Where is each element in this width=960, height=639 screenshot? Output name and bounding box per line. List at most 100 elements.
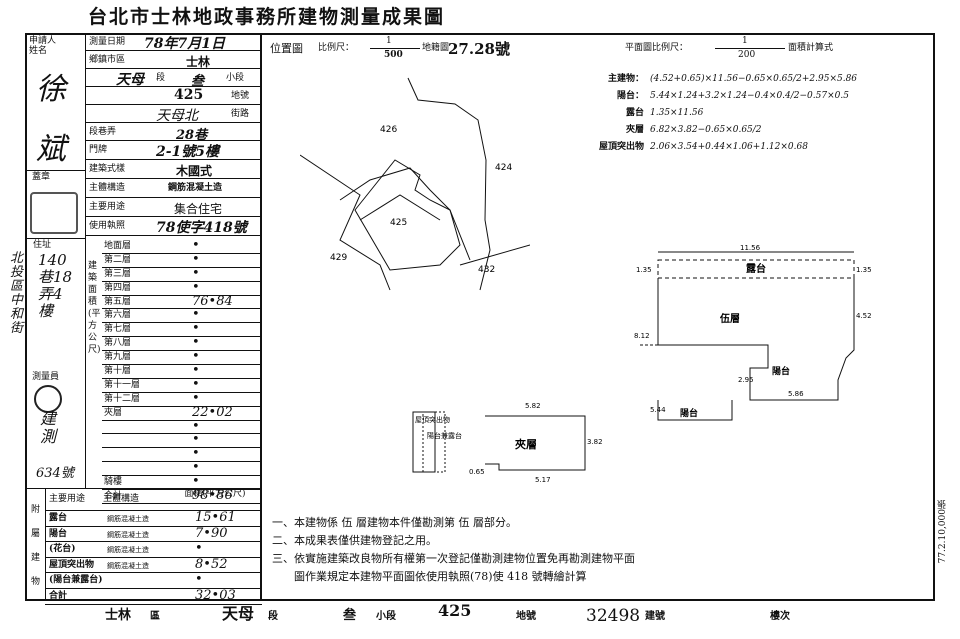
floor-area-value: • xyxy=(192,390,200,406)
location-map: 426 424 425 429 432 xyxy=(300,77,530,291)
bottom-lot: 425 xyxy=(438,601,472,620)
floor-name: 第十二層 xyxy=(104,393,141,404)
floor-row: 第九層• xyxy=(102,349,262,366)
bottom-subsection-label: 小段 xyxy=(376,611,396,622)
floor-area-value: • xyxy=(192,460,200,476)
attached-col-use: 主要用途 xyxy=(49,494,86,504)
bottom-subsection: 叁 xyxy=(343,608,357,623)
seal-label: 蓋章 xyxy=(32,172,51,182)
survey-date: 78年7月1日 xyxy=(144,36,225,52)
subsection-label: 小段 xyxy=(226,73,245,83)
sheet-label: 地籍圖 xyxy=(422,43,450,53)
attached-struct: 鋼筋混凝土造 xyxy=(107,561,149,570)
floor-area-label: 建築面積(平方公尺) xyxy=(88,261,101,355)
floor-area-value: • xyxy=(192,349,200,365)
floor-row: • xyxy=(102,446,262,463)
location-map-label: 位置圖 xyxy=(270,42,303,55)
floor-name: 第三層 xyxy=(104,268,132,279)
lane-label: 段巷弄 xyxy=(89,127,117,137)
mezzanine-plan: 屋頂突出物 陽台兼露台 5.82 3.82 5.17 0.65 夾層 xyxy=(412,402,603,484)
lot-425: 425 xyxy=(390,218,407,228)
doorplate-label: 門牌 xyxy=(89,145,108,155)
terrace-label: 露台 xyxy=(746,262,766,275)
main-structure: 鋼筋混凝土造 xyxy=(168,183,223,193)
plan-scale-num: 1 xyxy=(742,36,748,46)
lot-label: 地號 xyxy=(231,91,250,101)
lot-432: 432 xyxy=(478,265,495,275)
notes: 一、本建物係 伍 層建物本件僅勘測第 伍 層部分。 二、本成果表僅供建物登記之用… xyxy=(272,514,635,586)
basic-info: 測量日期 78年7月1日 鄉鎮市區 士林 天母 段 叁 小段 425 地號 天母… xyxy=(86,33,262,236)
floor-row: 第七層• xyxy=(102,321,262,338)
applicant-label: 申請人姓名 xyxy=(29,36,57,56)
roof-label: 屋頂突出物 xyxy=(415,415,450,424)
dim-m2: 3.82 xyxy=(587,438,603,446)
attached-area: • xyxy=(195,541,203,557)
roof2-label: 陽台兼露台 xyxy=(427,431,462,440)
note-1: 一、本建物係 伍 層建物本件僅勘測第 伍 層部分。 xyxy=(272,516,517,529)
calc-name: 主建物： xyxy=(607,74,644,84)
floor-area-value: • xyxy=(192,238,200,253)
attached-use: (花台) xyxy=(49,544,76,555)
dim-m4: 0.65 xyxy=(469,468,485,476)
attached-struct: 鋼筋混凝土造 xyxy=(107,546,149,555)
calc-formula: 6.82×3.82−0.65×0.65/2 xyxy=(650,125,762,135)
floor-area-value: • xyxy=(192,307,200,323)
floor-row: • xyxy=(102,419,262,435)
floor-row: 騎樓• xyxy=(102,474,262,491)
surveyor-stamp-text: 建測 xyxy=(40,409,57,446)
lot-426: 426 xyxy=(380,125,397,135)
calc-name: 露台 xyxy=(625,108,644,118)
note-4: 圖作業規定本建物平面圖依使用執照(78)使 418 號轉繪計算 xyxy=(294,570,587,583)
floor-name: 第十層 xyxy=(104,366,132,377)
floor-name: 第七層 xyxy=(104,324,132,335)
floor-area-value: • xyxy=(192,279,200,295)
lane: 28巷 xyxy=(176,128,208,143)
bottom-lot-label: 地號 xyxy=(516,611,536,622)
attached-row: (陽台兼露台)• xyxy=(45,572,262,589)
calc-label: 面積計算式 xyxy=(788,43,834,53)
calc-row: 露台 1.35×11.56 xyxy=(578,100,928,118)
survey-date-label: 測量日期 xyxy=(89,37,126,47)
main-structure-label: 主體構造 xyxy=(89,183,126,193)
floor-row: 地面層• xyxy=(102,238,262,254)
floor-area-value: • xyxy=(192,265,200,281)
sheet-number: 27.28號 xyxy=(448,40,510,58)
applicant-seal xyxy=(30,192,78,234)
dim-m1: 5.82 xyxy=(525,402,541,410)
attached-label: 附屬建物 xyxy=(31,505,41,587)
dim-r1: 1.35 xyxy=(856,266,872,274)
ref-number: 634號 xyxy=(36,466,74,481)
calc-formula: 5.44×1.24+3.2×1.24−0.4×0.4/2−0.57×0.5 xyxy=(650,91,849,101)
surveyor-stamp xyxy=(34,385,62,413)
floor-row: 第三層 • xyxy=(102,265,262,282)
bottom-section-label: 段 xyxy=(268,611,278,622)
calc-row: 夾層 6.82×3.82−0.65×0.65/2 xyxy=(578,117,928,135)
calc-formula: 1.35×11.56 xyxy=(650,108,704,118)
attached-area: 8•52 xyxy=(195,556,228,572)
attached-col-area: 面積(平方公尺) xyxy=(184,489,246,499)
location-scale-den: 500 xyxy=(384,50,403,60)
floor-row: 第十二層 • xyxy=(102,390,262,407)
floor-area-value: • xyxy=(192,474,200,490)
floor-name: 合計 xyxy=(104,491,123,502)
mezzanine-label: 夾層 xyxy=(515,437,537,451)
floor-name: 夾層 xyxy=(104,407,123,418)
city-district: 士林 xyxy=(186,55,211,69)
bottom-building-label: 建號 xyxy=(645,611,665,622)
area-calculations: 主建物：(4.52+0.65)×11.56−0.65×0.65/2+2.95×5… xyxy=(578,66,928,152)
lot: 425 xyxy=(174,87,204,103)
dim-m3: 5.17 xyxy=(535,476,551,484)
note-3: 三、依實施建築改良物所有權第一次登記僅勘測建物位置免再勘測建物平面 xyxy=(272,552,635,565)
left-panel xyxy=(25,33,262,601)
floor-row: 第八層• xyxy=(102,335,262,352)
calc-row: 陽台：5.44×1.24+3.2×1.24−0.4×0.4/2−0.57×0.5 xyxy=(578,83,928,101)
floor-area-value: • xyxy=(192,335,200,351)
attached-row: (花台) 鋼筋混凝土造 • xyxy=(45,541,262,558)
calc-name: 夾層 xyxy=(625,125,644,135)
permit: 78使字418號 xyxy=(156,220,247,236)
main-use: 集合住宅 xyxy=(174,202,223,216)
